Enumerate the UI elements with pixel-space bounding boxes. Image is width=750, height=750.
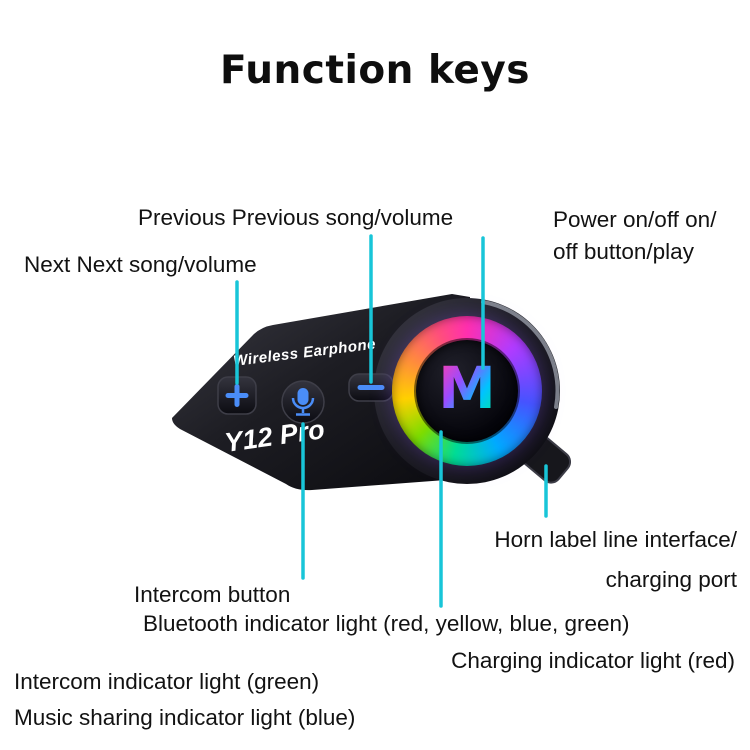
page-title: Function keys [220, 48, 530, 93]
brand-logo-m: M [438, 354, 496, 422]
label-power-button: Power on/off on/ off button/play [553, 204, 716, 268]
label-charging-indicator: Charging indicator light (red) [451, 648, 735, 673]
label-intercom-button: Intercom button [134, 582, 291, 607]
label-intercom-indicator: Intercom indicator light (green) [14, 669, 320, 694]
label-horn-charging-port: Horn label line interface/ charging port [494, 520, 737, 600]
volume-up-button [217, 376, 257, 415]
label-previous-song-volume: Previous Previous song/volume [138, 205, 454, 230]
metal-rim-highlight [481, 300, 560, 409]
intercom-mic-button [281, 380, 325, 424]
label-bluetooth-indicator: Bluetooth indicator light (red, yellow, … [143, 611, 630, 636]
volume-down-button [348, 373, 394, 402]
microphone-icon [291, 388, 315, 416]
label-next-song-volume: Next Next song/volume [24, 252, 257, 277]
logo-disc: M [416, 340, 518, 442]
label-line: Power on/off on/ [553, 207, 717, 232]
power-play-button: M [392, 316, 542, 466]
label-line: off button/play [553, 239, 694, 264]
label-music-sharing-indicator: Music sharing indicator light (blue) [14, 705, 356, 730]
label-line: charging port [605, 567, 737, 592]
label-line: Horn label line interface/ [494, 527, 737, 552]
